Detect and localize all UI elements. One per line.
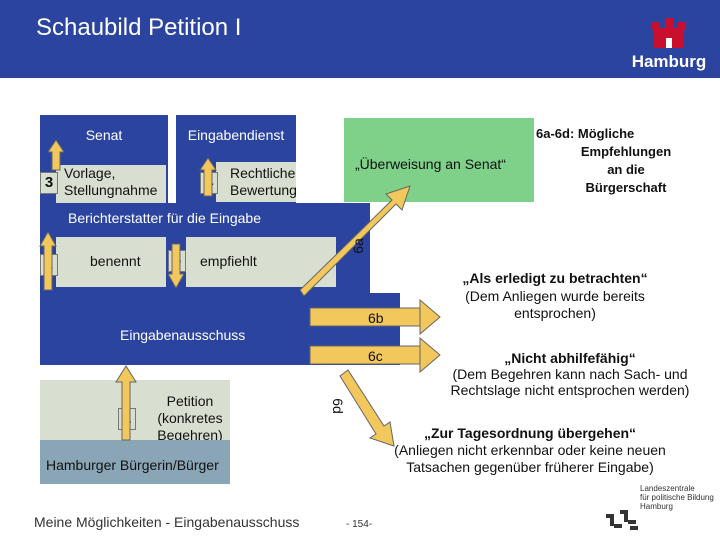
arrow-up-3 [47, 139, 65, 171]
lpb-logo-line-2: für politische Bildung [640, 493, 714, 502]
empfehlungen-line-2: Empfehlungen [580, 144, 672, 159]
castle-icon [652, 18, 686, 48]
arrow-up-2 [39, 230, 57, 291]
empfehlungen-line-4: Bürgerschaft [585, 180, 667, 195]
buerger-box [40, 440, 230, 484]
logo-text: Hamburg [631, 52, 707, 71]
lpb-logo-icon [606, 510, 638, 530]
eingabenausschuss-label: Eingabenausschuss [120, 327, 246, 343]
buerger-label: Hamburger Bürgerin/Bürger [46, 457, 219, 473]
eingabendienst-label: Eingabendienst [187, 127, 285, 143]
arrow-6b-shaft [309, 307, 421, 327]
hamburg-logo: Hamburg [624, 18, 714, 74]
benennt-text: benennt [90, 253, 141, 269]
outcome-erledigt-line-1: (Dem Anliegen wurde bereits [465, 288, 645, 304]
footer-text: Meine Möglichkeiten - Eingabenausschuss [34, 514, 300, 530]
eingabendienst-step-area [216, 162, 296, 202]
senat-label: Senat [85, 127, 123, 143]
arrow-6c-shaft [309, 345, 421, 365]
petition-line-1: Petition [166, 393, 214, 409]
arrow-up-1 [115, 365, 137, 441]
step-3-badge: 3 [40, 172, 58, 194]
senat-step-text-1: Vorlage, [64, 165, 116, 181]
senat-step-area [56, 165, 166, 203]
header-bar [0, 0, 720, 78]
outcome-abhilfe-title: „Nicht abhilfefähig“ [504, 350, 636, 366]
page-number: - 154- [346, 519, 373, 530]
arrow-down-5 [167, 243, 185, 290]
arrow-6d [339, 369, 395, 447]
outcome-tagesordnung-title: „Zur Tagesordnung übergehen“ [423, 425, 637, 441]
outcome-tagesordnung-line-1: (Anliegen nicht erkennbar oder keine neu… [394, 442, 666, 458]
lpb-logo-line-1: Landeszentrale [640, 484, 695, 493]
arrow-6c-label: 6c [368, 348, 383, 364]
arrow-6b-label: 6b [368, 310, 384, 326]
arrow-up-4 [199, 157, 217, 197]
empfehlungen-line-1: 6a-6d: Mögliche [536, 126, 635, 141]
petition-line-2: (konkretes [157, 410, 223, 426]
arrow-6c-head [419, 336, 441, 374]
senat-step-text-2: Stellungnahme [64, 182, 158, 198]
outcome-erledigt-line-2: entsprochen) [514, 305, 596, 321]
petition-line-3: Begehren) [157, 427, 223, 443]
ueberweisung-box [344, 118, 534, 202]
arrow-6b-head [419, 298, 441, 336]
outcome-tagesordnung-line-2: Tatsachen gegenüber früherer Eingabe) [406, 459, 654, 475]
arrow-6d-label: 6d [329, 398, 346, 414]
slide-title: Schaubild Petition I [36, 14, 242, 41]
outcome-abhilfe-line-2: Rechtslage nicht entsprochen werden) [450, 382, 690, 398]
ueberweisung-label: „Überweisung an Senat“ [355, 156, 506, 172]
empfehlungen-line-3: an die [607, 162, 645, 177]
lpb-logo-text: Landeszentrale für politische Bildung Ha… [640, 484, 714, 511]
arrow-6a [299, 185, 411, 297]
arrow-6a-label: 6a [349, 238, 366, 254]
eingabendienst-step-text-2: Bewertung [230, 182, 297, 198]
outcome-abhilfe-line-1: (Dem Begehren kann nach Sach- und [452, 366, 688, 382]
empfiehlt-text: empfiehlt [200, 253, 257, 269]
outcome-erledigt-title: „Als erledigt zu betrachten“ [462, 270, 648, 286]
benennt-area [56, 237, 166, 287]
eingabendienst-step-text-1: Rechtliche [230, 165, 296, 181]
berichterstatter-label: Berichterstatter für die Eingabe [68, 210, 261, 226]
lpb-logo-line-3: Hamburg [640, 502, 673, 511]
